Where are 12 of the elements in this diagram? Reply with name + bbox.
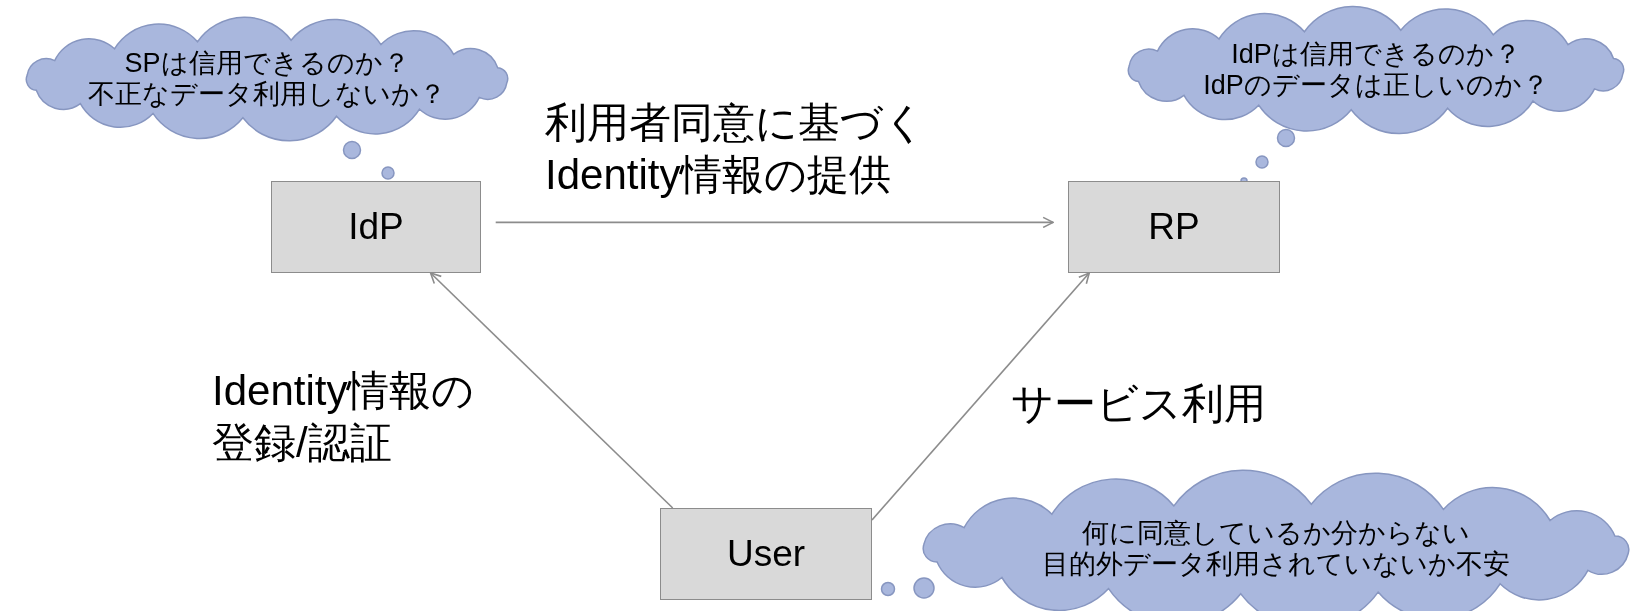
arrow bbox=[429, 272, 674, 509]
arrow bbox=[871, 272, 1090, 521]
entity-box: User bbox=[660, 508, 872, 600]
cloud-text: 不正なデータ利用しないか？ bbox=[88, 79, 446, 110]
entity-box: IdP bbox=[271, 181, 481, 273]
cloud-text: 何に同意しているか分からない bbox=[1082, 518, 1470, 549]
cloud-text: SPは信用できるのか？ bbox=[124, 48, 410, 79]
entity-box: RP bbox=[1068, 181, 1280, 273]
cloud-text: 目的外データ利用されていないか不安 bbox=[1042, 549, 1510, 580]
cloud-text: IdPのデータは正しいのか？ bbox=[1203, 70, 1549, 101]
arrow bbox=[494, 216, 1054, 229]
cloud-text: IdPは信用できるのか？ bbox=[1231, 39, 1521, 70]
